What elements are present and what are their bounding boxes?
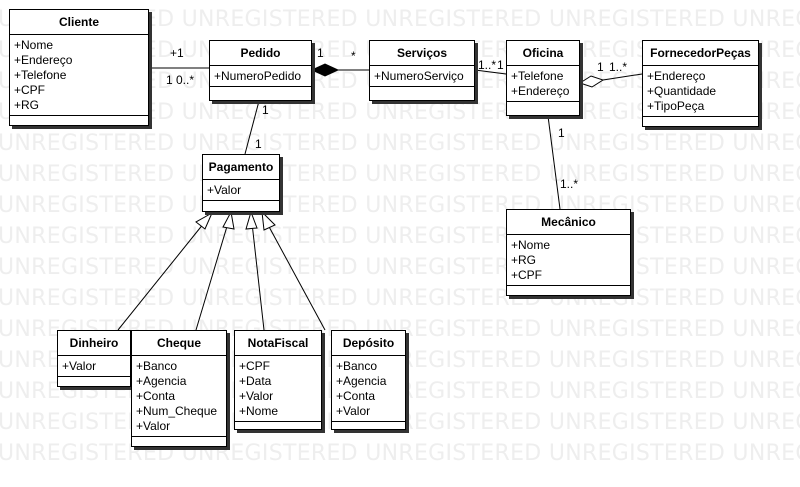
attribute: +Num_Cheque	[136, 404, 218, 418]
aggregation-diamond	[578, 75, 605, 88]
attribute: +Endereço	[511, 84, 570, 98]
class-dinheiro[interactable]: Dinheiro +Valor	[57, 330, 131, 387]
class-attributes: +Banco +Agencia +Conta +Num_Cheque +Valo…	[132, 356, 226, 437]
class-attributes: +Valor	[58, 356, 130, 377]
class-attributes: +Banco +Agencia +Conta +Valor	[332, 356, 405, 422]
multiplicity-label: 1	[317, 46, 324, 60]
generalization-cheque	[195, 222, 229, 331]
class-name: Mecânico	[507, 210, 630, 235]
attribute: +Telefone	[511, 69, 564, 83]
multiplicity-label: 1	[255, 137, 262, 151]
class-attributes: +NumeroServiço	[370, 66, 474, 87]
attribute: +Valor	[239, 389, 274, 403]
attribute: +Telefone	[14, 68, 67, 82]
multiplicity-label: 1	[262, 103, 269, 117]
class-name: Depósito	[332, 331, 405, 356]
class-name: Cheque	[132, 331, 226, 356]
attribute: +Agencia	[136, 374, 187, 388]
multiplicity-label: 1	[558, 126, 565, 140]
attribute: +Agencia	[336, 374, 387, 388]
inheritance-arrowhead	[261, 210, 276, 231]
attribute: +Endereço	[647, 69, 706, 83]
attribute: +Data	[239, 374, 272, 388]
class-attributes: +Telefone +Endereço	[507, 66, 579, 102]
assoc-pedido-pagamento	[244, 100, 260, 155]
attribute: +Endereço	[14, 53, 73, 67]
class-nota-fiscal[interactable]: NotaFiscal +CPF +Data +Valor +Nome	[234, 330, 322, 430]
class-name: NotaFiscal	[235, 331, 321, 356]
generalization-dinheiro	[117, 222, 205, 331]
assoc-servicos-oficina	[474, 69, 507, 75]
multiplicity-label: 1..*	[609, 60, 628, 74]
class-attributes: +Nome +RG +CPF	[507, 235, 630, 286]
attribute: +Valor	[62, 359, 97, 373]
attribute: +CPF	[14, 83, 46, 97]
multiplicity-label: 1 0..*	[166, 73, 195, 87]
assoc-oficina-mecanico	[547, 115, 561, 210]
class-oficina[interactable]: Oficina +Telefone +Endereço	[506, 40, 580, 116]
class-pagamento[interactable]: Pagamento +Valor	[202, 154, 280, 212]
multiplicity-label: 1..*	[478, 58, 497, 72]
class-attributes: +Endereço +Quantidade +TipoPeça	[643, 66, 758, 117]
attribute: +NumeroServiço	[374, 69, 464, 83]
assoc-oficina-fornecedor	[602, 73, 643, 81]
class-mecanico[interactable]: Mecânico +Nome +RG +CPF	[506, 209, 631, 296]
class-attributes: +Valor	[203, 180, 279, 201]
attribute: +Valor	[136, 419, 171, 433]
attribute: +Conta	[336, 389, 376, 403]
class-cliente[interactable]: Cliente +Nome +Endereço +Telefone +CPF +…	[9, 9, 149, 126]
class-attributes: +NumeroPedido	[210, 66, 311, 87]
multiplicity-label: 1	[597, 60, 604, 74]
composition-diamond	[310, 63, 340, 77]
multiplicity-label: *	[351, 49, 356, 63]
class-name: Pagamento	[203, 155, 279, 180]
class-name: FornecedorPeças	[643, 41, 758, 66]
class-deposito[interactable]: Depósito +Banco +Agencia +Conta +Valor	[331, 330, 406, 430]
multiplicity-label: 1..*	[560, 177, 579, 191]
attribute: +TipoPeça	[647, 99, 705, 113]
attribute: +Nome	[14, 38, 54, 52]
attribute: +Nome	[239, 404, 279, 418]
class-name: Pedido	[210, 41, 311, 66]
generalization-notafiscal	[251, 222, 265, 331]
multiplicity-label: 1	[497, 58, 504, 72]
attribute: +Conta	[136, 389, 176, 403]
class-pedido[interactable]: Pedido +NumeroPedido	[209, 40, 312, 101]
class-name: Dinheiro	[58, 331, 130, 356]
class-servicos[interactable]: Serviços +NumeroServiço	[369, 40, 475, 101]
attribute: +Valor	[207, 183, 242, 197]
multiplicity-label: +1	[170, 46, 184, 60]
attribute: +CPF	[511, 268, 543, 282]
generalization-deposito	[266, 222, 326, 331]
class-cheque[interactable]: Cheque +Banco +Agencia +Conta +Num_Chequ…	[131, 330, 227, 447]
attribute: +Nome	[511, 238, 551, 252]
inheritance-arrowhead	[245, 210, 258, 230]
inheritance-arrowhead	[195, 211, 214, 230]
class-fornecedor-pecas[interactable]: FornecedorPeças +Endereço +Quantidade +T…	[642, 40, 759, 127]
class-name: Cliente	[10, 10, 148, 35]
attribute: +Banco	[136, 359, 178, 373]
attribute: +RG	[14, 98, 40, 112]
class-name: Serviços	[370, 41, 474, 66]
attribute: +Banco	[336, 359, 378, 373]
attribute: +Quantidade	[647, 84, 717, 98]
class-name: Oficina	[507, 41, 579, 66]
attribute: +CPF	[239, 359, 271, 373]
attribute: +NumeroPedido	[214, 69, 302, 83]
inheritance-arrowhead	[222, 210, 235, 230]
attribute: +RG	[511, 253, 537, 267]
class-attributes: +CPF +Data +Valor +Nome	[235, 356, 321, 422]
class-attributes: +Nome +Endereço +Telefone +CPF +RG	[10, 35, 148, 116]
attribute: +Valor	[336, 404, 371, 418]
